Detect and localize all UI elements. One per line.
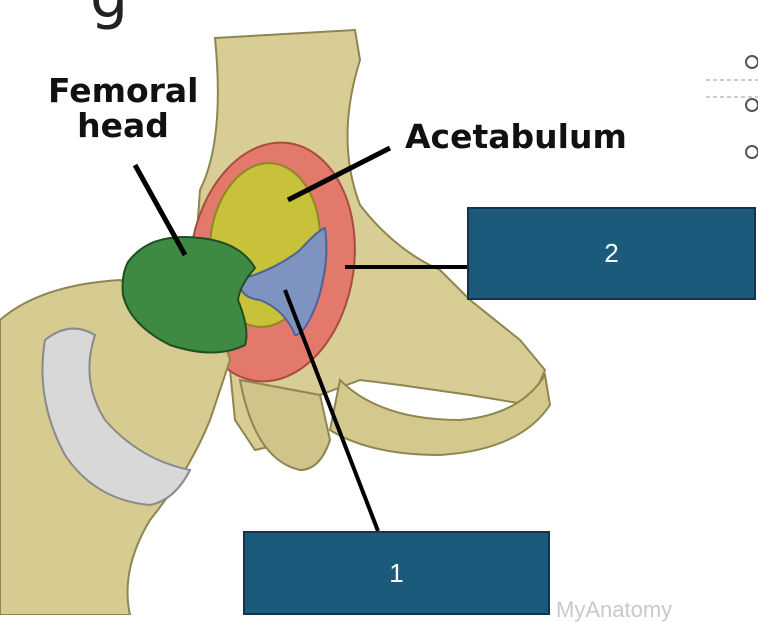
resize-handle[interactable] <box>745 55 758 69</box>
partial-title: g <box>90 0 128 32</box>
box1-pointer <box>283 289 380 532</box>
answer-box-2[interactable]: 2 <box>467 207 756 300</box>
femoral-head <box>121 236 257 354</box>
ligament-of-head <box>236 226 328 337</box>
ischium-bone <box>238 378 332 472</box>
trochanter-tendon <box>41 327 192 507</box>
pubis-bone <box>328 372 552 457</box>
acetabulum-pointer <box>286 145 392 203</box>
answer-box-1[interactable]: 1 <box>243 531 550 615</box>
resize-handle[interactable] <box>745 145 758 159</box>
watermark: MyAnatomy <box>556 597 673 622</box>
acetabulum-label: Acetabulum <box>405 117 627 156</box>
femoral-head-pointer <box>132 163 188 257</box>
resize-handle[interactable] <box>745 98 758 112</box>
